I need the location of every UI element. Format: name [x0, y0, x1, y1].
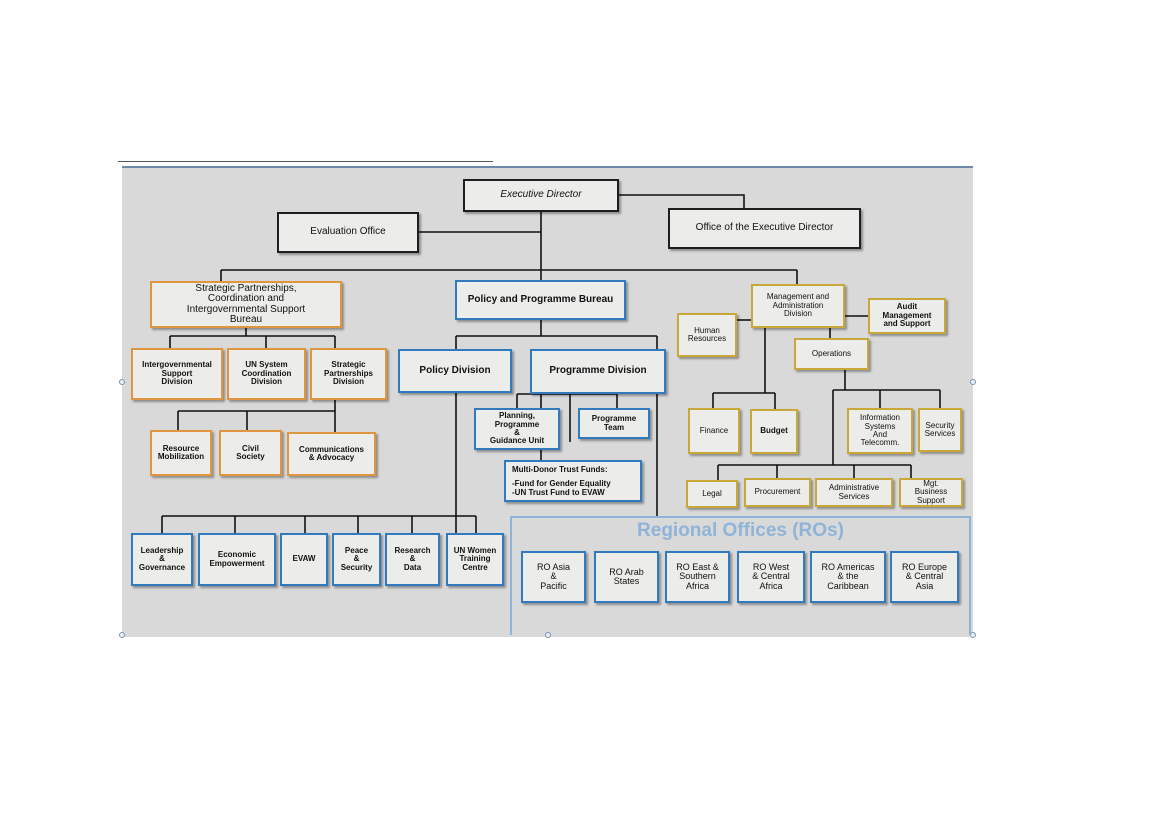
operations-box: Operations [794, 338, 869, 370]
ro-asia-pacific-box: RO Asia & Pacific [521, 551, 586, 603]
ro-arab-states-box: RO Arab States [594, 551, 659, 603]
evaw-box: EVAW [280, 533, 328, 586]
ro-west-central-africa-box: RO West & Central Africa [737, 551, 805, 603]
resize-handle[interactable] [119, 379, 125, 385]
procurement-box: Procurement [744, 478, 811, 507]
budget-box: Budget [750, 409, 798, 454]
top-rule [118, 161, 493, 162]
communications-advocacy-box: Communications & Advocacy [287, 432, 376, 476]
regional-offices-frame [510, 516, 971, 635]
un-women-training-centre-box: UN Women Training Centre [446, 533, 504, 586]
resize-handle[interactable] [545, 632, 551, 638]
policy-division-box: Policy Division [398, 349, 512, 393]
management-administration-division-box: Management and Administration Division [751, 284, 845, 328]
legal-box: Legal [686, 480, 738, 508]
resource-mobilization-box: Resource Mobilization [150, 430, 212, 476]
programme-division-box: Programme Division [530, 349, 666, 394]
mgt-business-support-box: Mgt. Business Support [899, 478, 963, 507]
office-of-executive-director-box: Office of the Executive Director [668, 208, 861, 249]
policy-programme-bureau-box: Policy and Programme Bureau [455, 280, 626, 320]
planning-guidance-unit-box: Planning, Programme & Guidance Unit [474, 408, 560, 450]
human-resources-box: Human Resources [677, 313, 737, 357]
resize-handle[interactable] [970, 632, 976, 638]
strategic-partnerships-division-box: Strategic Partnerships Division [310, 348, 387, 400]
peace-security-box: Peace & Security [332, 533, 381, 586]
resize-handle[interactable] [119, 632, 125, 638]
executive-director-box: Executive Director [463, 179, 619, 212]
administrative-services-box: Administrative Services [815, 478, 893, 507]
finance-box: Finance [688, 408, 740, 454]
resize-handle[interactable] [970, 379, 976, 385]
economic-empowerment-box: Economic Empowerment [198, 533, 276, 586]
ro-europe-central-asia-box: RO Europe & Central Asia [890, 551, 959, 603]
information-systems-box: Information Systems And Telecomm. [847, 408, 913, 454]
evaluation-office-box: Evaluation Office [277, 212, 419, 253]
ro-americas-caribbean-box: RO Americas & the Caribbean [810, 551, 886, 603]
leadership-governance-box: Leadership & Governance [131, 533, 193, 586]
ro-east-southern-africa-box: RO East & Southern Africa [665, 551, 730, 603]
research-data-box: Research & Data [385, 533, 440, 586]
mdtf-items: -Fund for Gender Equality -UN Trust Fund… [512, 479, 611, 497]
audit-management-support-box: Audit Management and Support [868, 298, 946, 334]
multi-donor-trust-funds-box: Multi-Donor Trust Funds: -Fund for Gende… [504, 460, 642, 502]
programme-team-box: Programme Team [578, 408, 650, 439]
civil-society-box: Civil Society [219, 430, 282, 476]
un-system-coordination-division-box: UN System Coordination Division [227, 348, 306, 400]
regional-offices-title: Regional Offices (ROs) [637, 520, 844, 541]
security-services-box: Security Services [918, 408, 962, 452]
mdtf-title: Multi-Donor Trust Funds: [512, 465, 608, 474]
intergovernmental-support-division-box: Intergovernmental Support Division [131, 348, 223, 400]
spcib-box: Strategic Partnerships, Coordination and… [150, 281, 342, 328]
